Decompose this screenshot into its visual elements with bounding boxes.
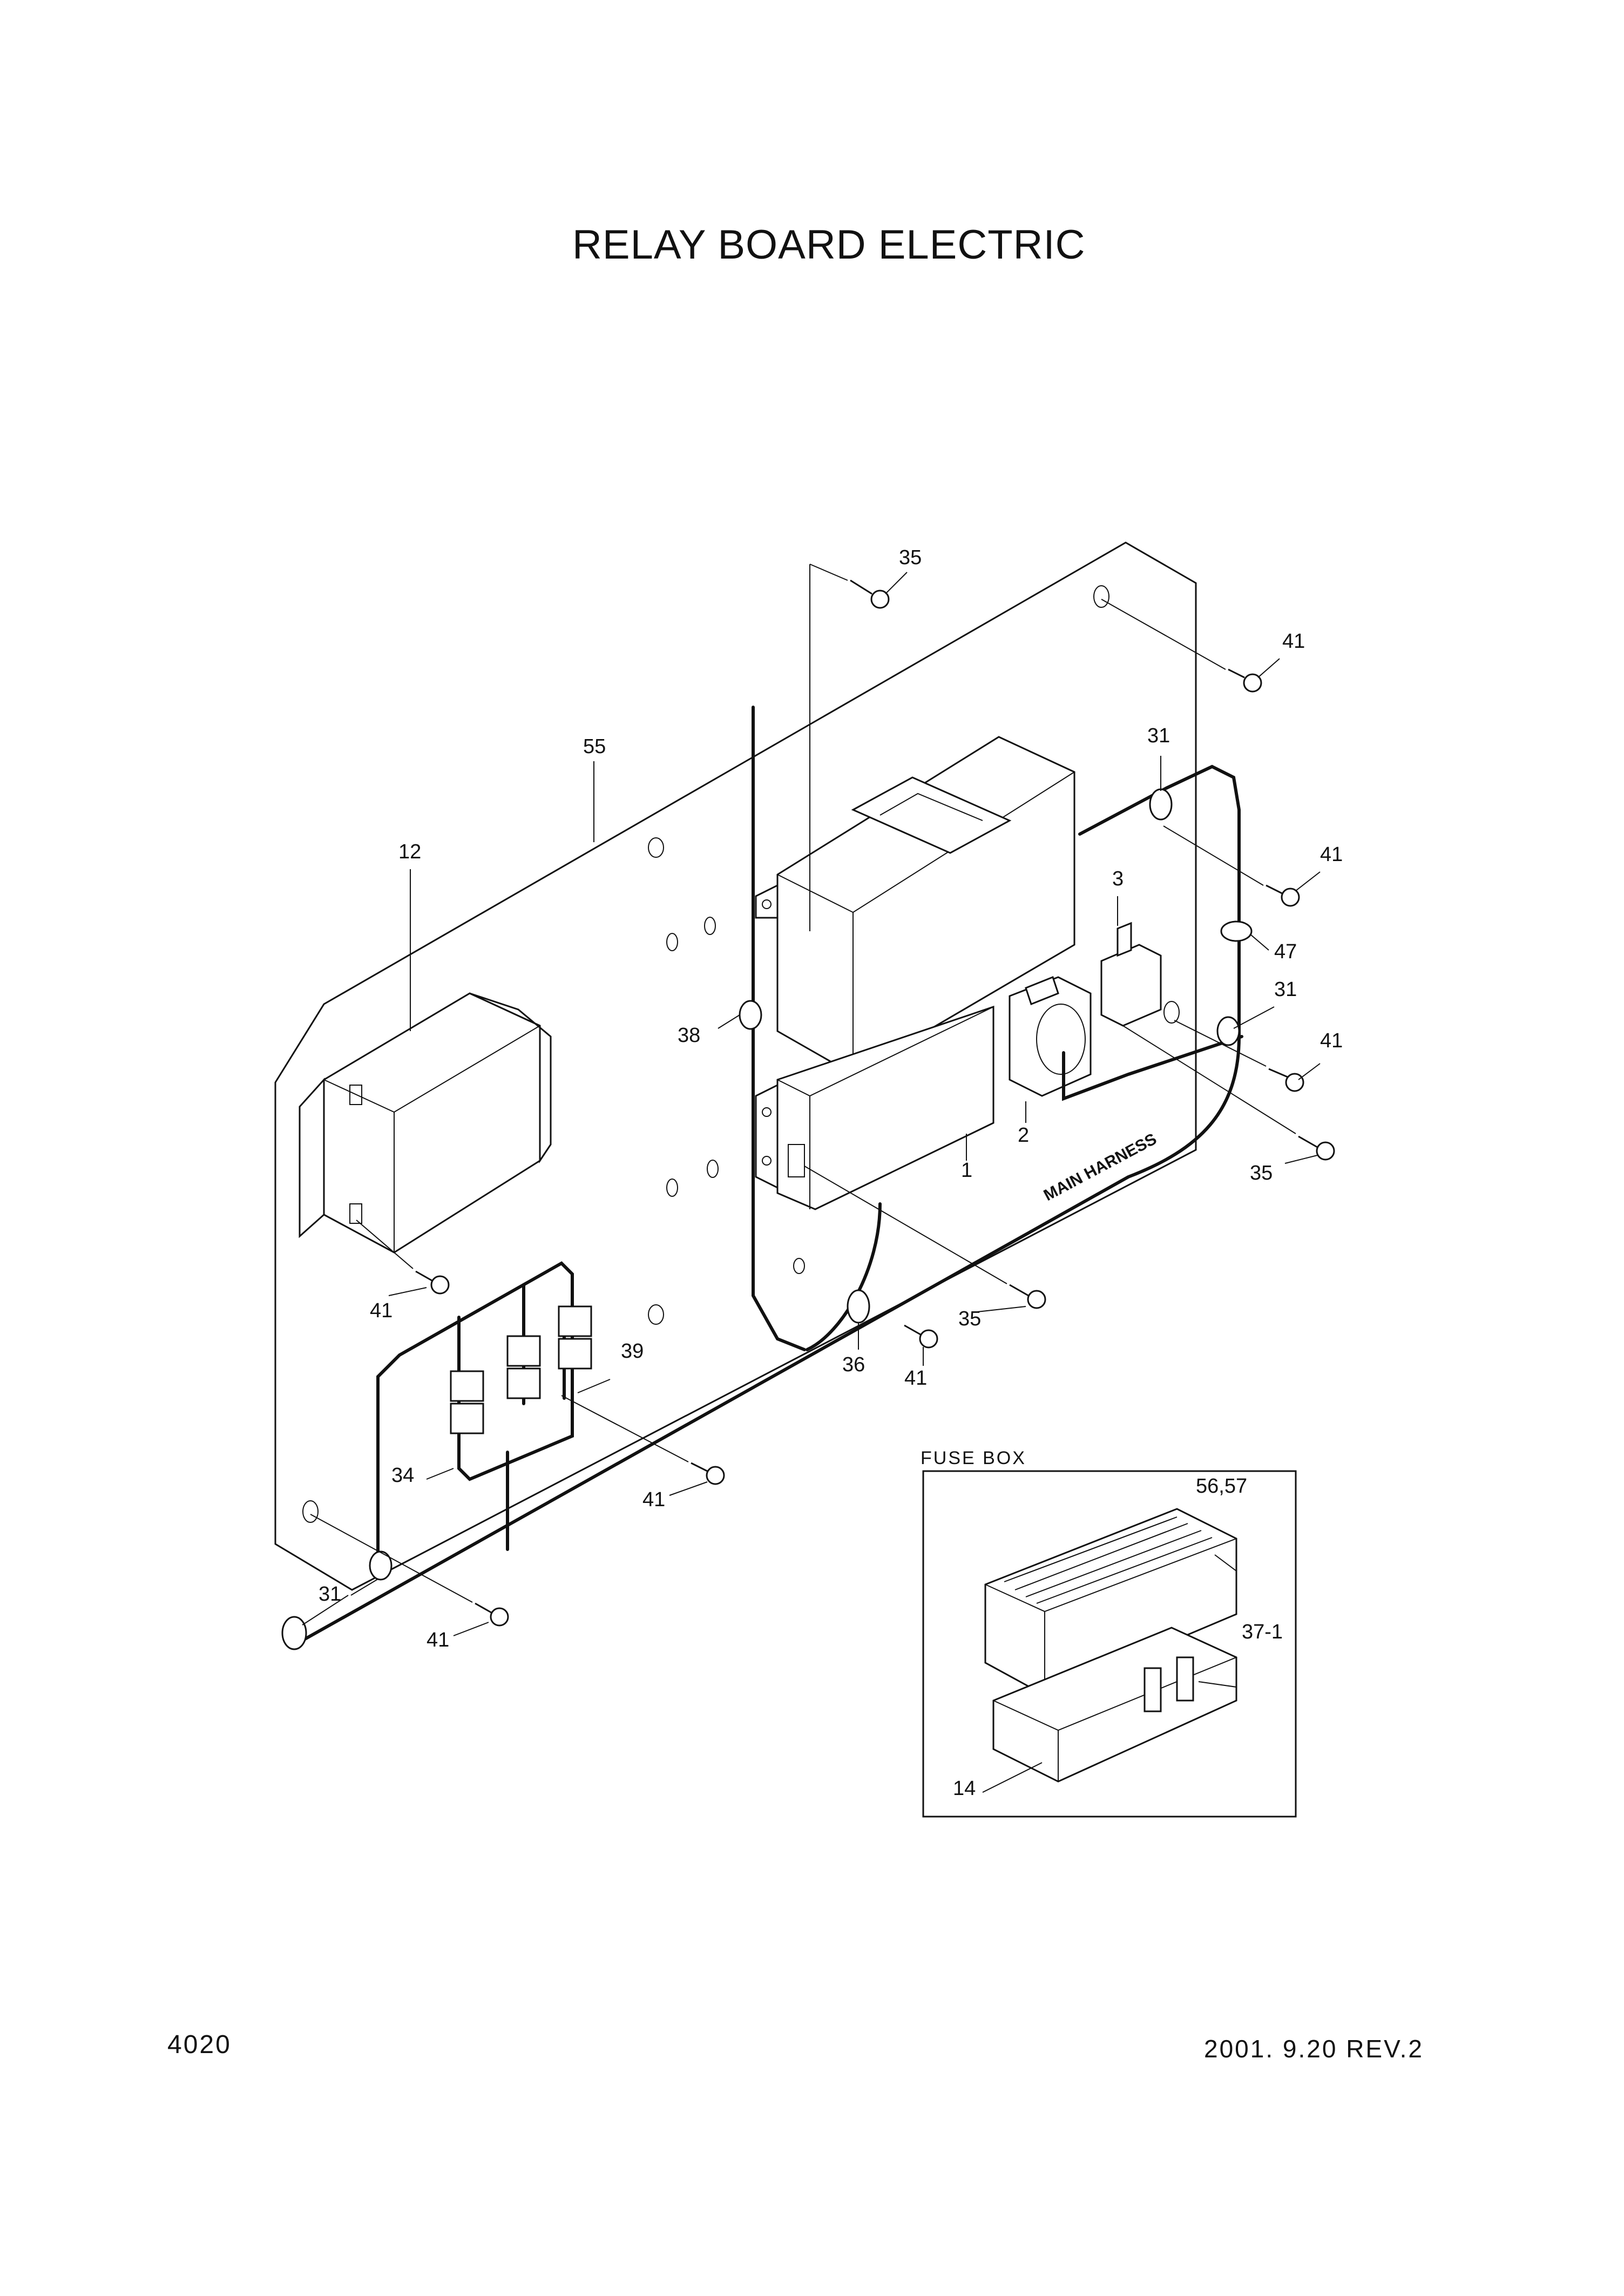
callout-37-1: 37-1: [1242, 1621, 1283, 1643]
bolt-41-bottom: [475, 1602, 509, 1627]
relays-34-39: [450, 1305, 592, 1434]
page-number: 4020: [167, 2030, 232, 2059]
clamp-47: [1220, 920, 1253, 942]
callout-34: 34: [391, 1464, 414, 1487]
clamp-38: [739, 1000, 762, 1030]
callout-31: 31: [1147, 724, 1170, 747]
callout-35: 35: [1250, 1162, 1273, 1184]
part-upper-control-box: [755, 736, 1075, 1075]
callout-31: 31: [319, 1583, 341, 1606]
clamp-31-mid: [1216, 1016, 1240, 1046]
page-title: RELAY BOARD ELECTRIC: [572, 222, 1086, 268]
callout-1: 1: [961, 1159, 972, 1182]
callout-41: 41: [427, 1629, 449, 1651]
bolt-35-right: [1298, 1135, 1335, 1161]
clamp-31-left: [369, 1550, 393, 1581]
callout-41: 41: [1320, 843, 1343, 866]
date-revision: 2001. 9.20 REV.2: [1204, 2035, 1424, 2063]
callout-39: 39: [621, 1340, 644, 1363]
callout-47: 47: [1274, 940, 1297, 963]
bolt-41-lower: [691, 1462, 725, 1485]
callout-38: 38: [678, 1024, 700, 1047]
callout-31: 31: [1274, 978, 1297, 1001]
callout-41: 41: [904, 1367, 927, 1390]
fasteners: [281, 579, 1335, 1650]
callout-56-57: 56,57: [1196, 1475, 1247, 1498]
callout-41: 41: [1320, 1030, 1343, 1052]
part-1-control-unit: [755, 1005, 994, 1210]
callout-12: 12: [398, 841, 421, 863]
callout-41: 41: [1282, 630, 1305, 653]
bolt-41-right2: [1268, 1068, 1304, 1092]
clamp-36: [847, 1289, 870, 1324]
fuse-box-inset: [922, 1470, 1297, 1818]
fuse-box-label: FUSE BOX: [921, 1448, 1026, 1468]
bolt-41-top: [1228, 668, 1262, 693]
clamp-31-bottom: [281, 1616, 307, 1650]
bolt-41-left: [415, 1270, 450, 1295]
callout-36: 36: [842, 1353, 865, 1376]
part-2-buzzer: [1009, 976, 1092, 1097]
part-12-controller: [299, 992, 552, 1254]
bolt-35-mid: [1009, 1284, 1046, 1309]
callout-3: 3: [1112, 868, 1124, 890]
mounting-plate: [274, 541, 1197, 1591]
bolt-41-right1: [1266, 884, 1300, 907]
callout-14: 14: [953, 1777, 976, 1800]
callout-35: 35: [958, 1308, 981, 1330]
bolt-41-mid: [904, 1324, 938, 1349]
callout-35: 35: [899, 546, 922, 569]
callout-55: 55: [583, 735, 606, 758]
bolt-35-top: [850, 579, 890, 609]
callout-2: 2: [1018, 1124, 1029, 1147]
clamp-31-top: [1149, 788, 1173, 821]
callout-41: 41: [642, 1488, 665, 1511]
leader-lines: [302, 564, 1321, 1636]
callout-41: 41: [370, 1299, 393, 1322]
part-3-relay: [1100, 922, 1162, 1027]
